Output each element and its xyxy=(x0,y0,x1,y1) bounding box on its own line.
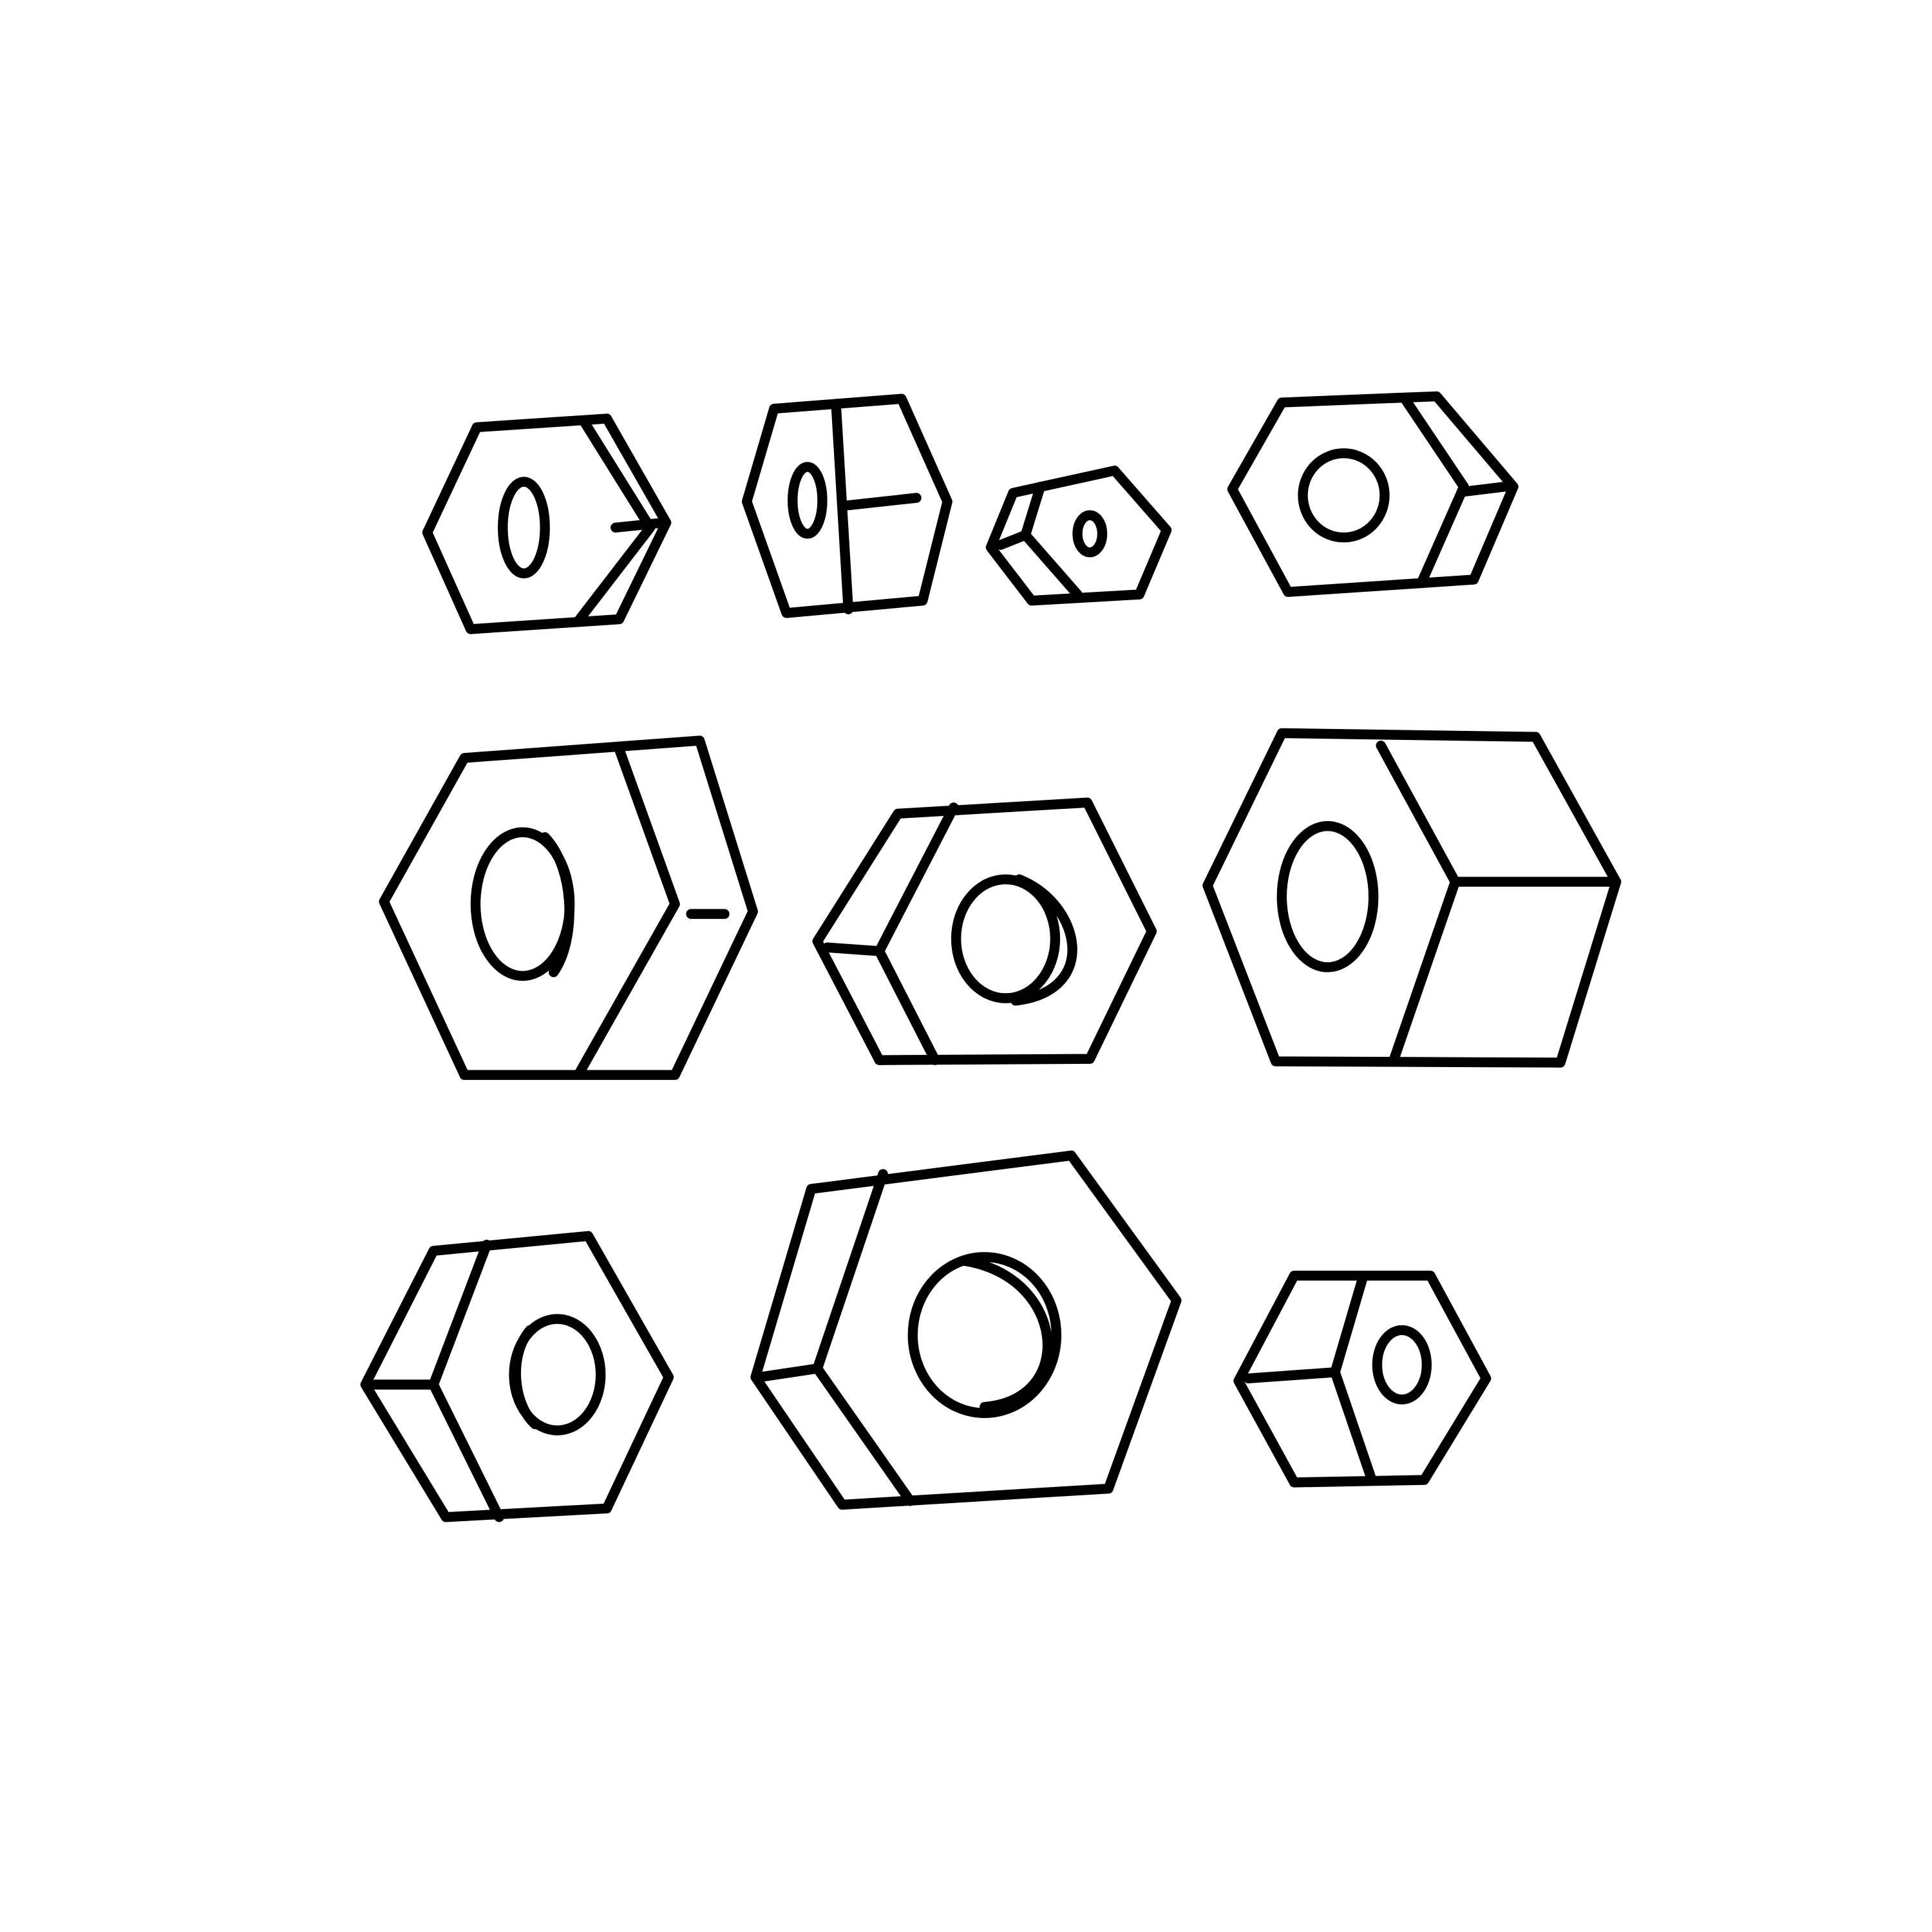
hex-nut-9 xyxy=(750,1150,1182,1510)
hex-nut-5 xyxy=(379,735,758,1080)
hex-nut-4 xyxy=(1227,391,1519,597)
hex-nut-3 xyxy=(985,466,1172,606)
hex-nut-7 xyxy=(1202,728,1622,1068)
hex-nut-10 xyxy=(1233,1271,1492,1488)
hex-nut-2 xyxy=(741,393,952,618)
hex-nut-1 xyxy=(422,413,672,634)
hex-nut-8 xyxy=(360,1231,674,1522)
hex-nut-6 xyxy=(812,797,1157,1065)
